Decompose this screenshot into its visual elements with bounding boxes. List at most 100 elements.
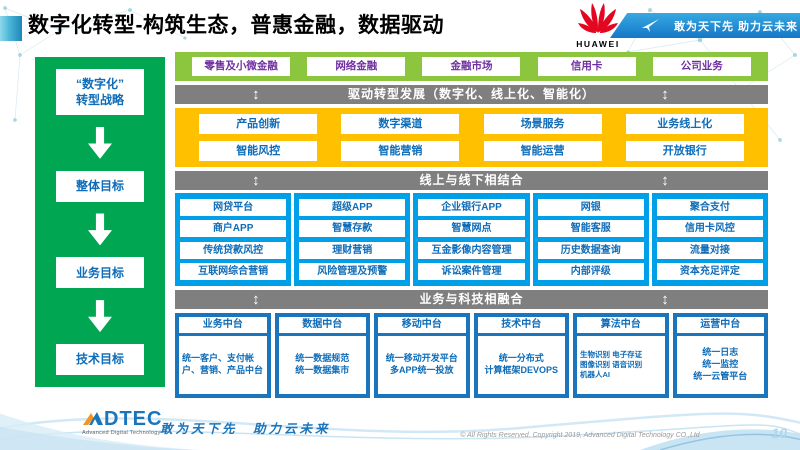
middle-platform-section: 业务中台 统一客户、支付帐户、营销、产品中台 数据中台 统一数据规范 统一数据集… [175, 313, 768, 398]
platform-box: 传统贷款风控 [180, 241, 287, 259]
down-arrow-icon [88, 126, 112, 159]
down-arrow-icon [88, 213, 112, 246]
platform-box: 超级APP [299, 199, 406, 217]
up-down-arrow-icon: ↕ [661, 86, 670, 103]
capability-box: 智能风控 [199, 140, 318, 161]
adtec-logo-subtitle: Advanced Digital Technology [82, 430, 161, 436]
capability-row: 智能风控 智能营销 智能运营 开放银行 [175, 140, 768, 161]
sidebar-item-label: 技术目标 [75, 352, 124, 367]
platform-box: 聚合支付 [656, 199, 764, 217]
platform-box: 内部评级 [537, 262, 644, 280]
middle-platform-column: 算法中台 生物识别 电子存证 图像识别 语音识别 机器人AI [573, 313, 669, 398]
banner-text: 线上与线下相结合 [419, 173, 524, 187]
footer-slogan: 敢为天下先 助力云未来 [160, 422, 331, 436]
middle-platform-title: 移动中台 [378, 317, 466, 333]
platform-grid-section: 网贷平台 商户APP 传统贷款风控 互联网综合营销 超级APP 智慧存款 理财营… [175, 193, 769, 286]
business-line-box: 网络金融 [307, 57, 406, 76]
business-lines-row: 零售及小微金融 网络金融 金融市场 信用卡 公司业务 [175, 52, 768, 81]
capability-box: 业务线上化 [625, 114, 744, 135]
adtec-logo-icon [83, 412, 103, 425]
down-arrow-icon [88, 300, 112, 333]
middle-platform-items: 统一数据规范 统一数据集市 [278, 336, 366, 394]
huawei-wordmark: HUAWEI [576, 39, 620, 49]
sidebar-item-overall-goal: 整体目标 [56, 170, 144, 202]
platform-column: 超级APP 智慧存款 理财营销 风险管理及预警 [294, 193, 411, 286]
platform-box: 理财营销 [299, 241, 406, 259]
up-down-arrow-icon: ↕ [661, 172, 670, 189]
business-line-box: 公司业务 [652, 57, 751, 76]
transformation-capabilities-section: 产品创新 数字渠道 场景服务 业务线上化 智能风控 智能营销 智能运营 开放银行 [175, 108, 768, 167]
middle-platform-items: 统一客户、支付帐户、营销、产品中台 [179, 336, 267, 394]
capability-box: 数字渠道 [341, 114, 460, 135]
middle-platform-column: 技术中台 统一分布式 计算框架DEVOPS [473, 313, 569, 398]
platform-box: 智慧网点 [418, 220, 525, 238]
slogan-ribbon: 敢为天下先 助力云未来 [610, 13, 800, 38]
platform-box: 历史数据查询 [537, 241, 644, 259]
capability-box: 智能运营 [483, 140, 602, 161]
huawei-flower-icon [578, 3, 618, 33]
platform-column: 聚合支付 信用卡风控 流量对接 资本充足评定 [651, 193, 769, 286]
huawei-logo: HUAWEI [574, 3, 622, 49]
platform-box: 互金影像内容管理 [418, 241, 525, 259]
up-down-arrow-icon: ↕ [252, 291, 261, 308]
middle-platform-items: 生物识别 电子存证 图像识别 语音识别 机器人AI [577, 336, 665, 394]
platform-box: 智慧存款 [299, 220, 406, 238]
platform-box: 信用卡风控 [656, 220, 764, 238]
middle-platform-items: 统一移动开发平台 多APP统一投放 [378, 336, 466, 394]
platform-box: 风险管理及预警 [299, 262, 406, 280]
copyright-text: © All Rights Reserved. Copyright 2019, A… [460, 432, 700, 439]
middle-platform-items: 统一日志 统一监控 统一云管平台 [676, 336, 764, 394]
sidebar-item-label: 业务目标 [75, 265, 124, 280]
capability-row: 产品创新 数字渠道 场景服务 业务线上化 [175, 114, 768, 135]
up-down-arrow-icon: ↕ [252, 172, 261, 189]
platform-column: 网贷平台 商户APP 传统贷款风控 互联网综合营销 [175, 193, 292, 286]
up-down-arrow-icon: ↕ [252, 86, 261, 103]
title-accent-square [0, 16, 22, 41]
adtec-logo: DTEC Advanced Digital Technology [82, 409, 202, 436]
banner-text: 驱动转型发展（数字化、线上化、智能化） [347, 87, 595, 101]
middle-platform-title: 数据中台 [278, 317, 366, 333]
sidebar-item-label: 整体目标 [75, 179, 124, 194]
platform-box: 企业银行APP [418, 199, 525, 217]
middle-platform-title: 运营中台 [676, 317, 764, 333]
platform-box: 互联网综合营销 [180, 262, 287, 280]
platform-box: 网银 [537, 199, 644, 217]
sidebar-item-strategy: “数字化” 转型战略 [56, 69, 144, 115]
sidebar-item-label: “数字化” 转型战略 [75, 76, 124, 107]
capability-box: 智能营销 [341, 140, 460, 161]
strategy-sidebar: “数字化” 转型战略 整体目标 业务目标 技术目标 [35, 57, 165, 387]
banner-drive-transformation: ↕ 驱动转型发展（数字化、线上化、智能化） ↕ [175, 85, 768, 104]
business-line-box: 信用卡 [537, 57, 636, 76]
platform-box: 资本充足评定 [656, 262, 764, 280]
capability-box: 开放银行 [625, 140, 744, 161]
capability-box: 场景服务 [483, 114, 602, 135]
page-number: 10 [771, 425, 787, 441]
up-down-arrow-icon: ↕ [661, 291, 670, 308]
middle-platform-column: 移动中台 统一移动开发平台 多APP统一投放 [374, 313, 470, 398]
platform-box: 商户APP [180, 220, 287, 238]
banner-business-tech-fusion: ↕ 业务与科技相融合 ↕ [175, 290, 768, 309]
adtec-logo-text: DTEC [104, 408, 163, 430]
middle-platform-column: 业务中台 统一客户、支付帐户、营销、产品中台 [175, 313, 271, 398]
banner-text: 业务与科技相融合 [419, 292, 524, 306]
platform-box: 流量对接 [656, 241, 764, 259]
middle-platform-title: 算法中台 [577, 317, 665, 333]
sidebar-item-tech-goal: 技术目标 [56, 343, 144, 375]
platform-box: 网贷平台 [180, 199, 287, 217]
platform-box: 智能客服 [537, 220, 644, 238]
middle-platform-items: 统一分布式 计算框架DEVOPS [477, 336, 565, 394]
platform-column: 企业银行APP 智慧网点 互金影像内容管理 诉讼案件管理 [413, 193, 530, 286]
platform-box: 诉讼案件管理 [418, 262, 525, 280]
page-title: 数字化转型-构筑生态，普惠金融，数据驱动 [28, 14, 444, 37]
paper-plane-icon [642, 18, 659, 33]
capability-box: 产品创新 [199, 114, 318, 135]
middle-platform-column: 数据中台 统一数据规范 统一数据集市 [274, 313, 370, 398]
middle-platform-title: 业务中台 [179, 317, 267, 333]
middle-platform-title: 技术中台 [477, 317, 565, 333]
business-line-box: 金融市场 [422, 57, 521, 76]
ribbon-slogan-text: 敢为天下先 助力云未来 [674, 20, 799, 33]
platform-column: 网银 智能客服 历史数据查询 内部评级 [532, 193, 649, 286]
business-line-box: 零售及小微金融 [192, 57, 291, 76]
sidebar-item-business-goal: 业务目标 [56, 257, 144, 289]
